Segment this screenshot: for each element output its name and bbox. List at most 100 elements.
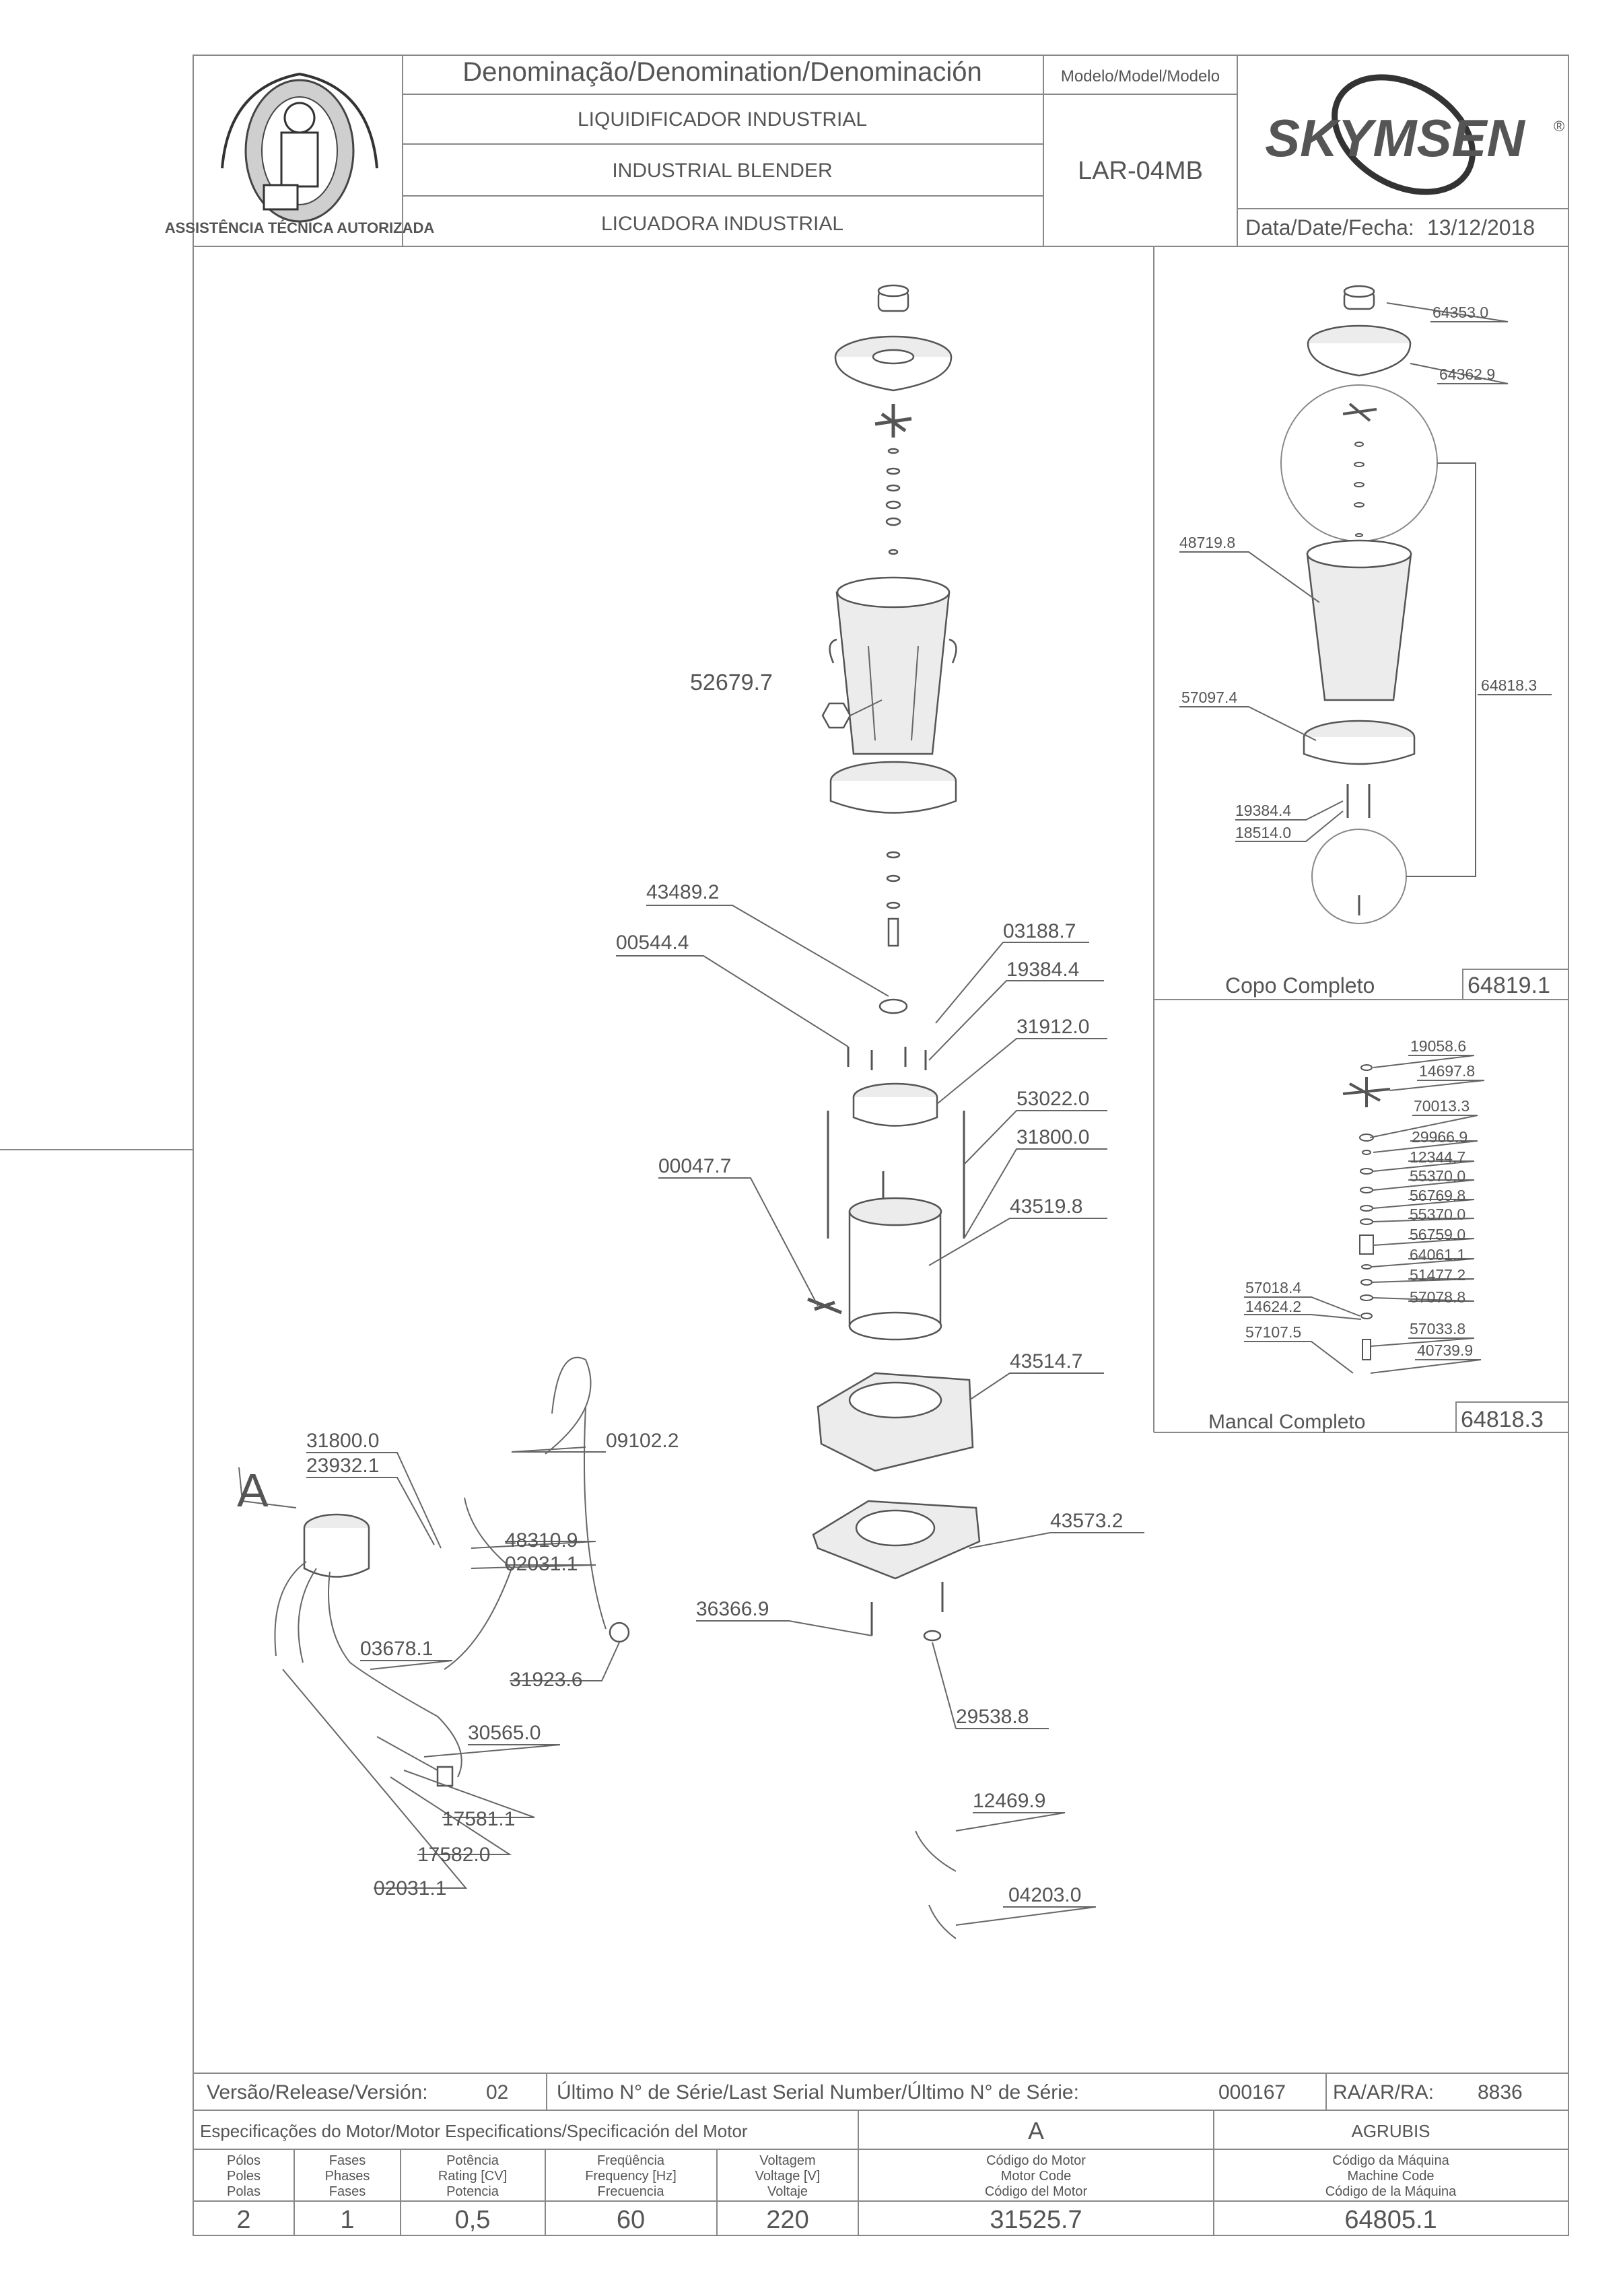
val-machine-code: 64805.1	[1344, 2206, 1437, 2234]
part-label-19384: 19384.4	[1006, 959, 1079, 981]
mancal-completo-code: 64818.3	[1461, 1407, 1544, 1432]
motor-spec-label: Especificações do Motor/Motor Especifica…	[200, 2121, 748, 2141]
part-label-52679: 52679.7	[690, 670, 773, 695]
part-label-12469: 12469.9	[973, 1790, 1045, 1812]
motor-leader-lines	[238, 1447, 620, 1889]
part-label-04203: 04203.0	[1008, 1884, 1081, 1906]
ra-value: 8836	[1478, 2081, 1523, 2103]
col-power-pt: Potência	[446, 2153, 499, 2168]
col-machine-code-es: Código de la Máquina	[1325, 2184, 1457, 2199]
part-label-29538: 29538.8	[956, 1706, 1029, 1728]
col-machine-code-pt: Código da Máquina	[1332, 2153, 1449, 2168]
model-value: LAR-04MB	[1078, 157, 1203, 185]
serial-label: Último N° de Série/Last Serial Number/Úl…	[557, 2081, 1079, 2103]
brand-name: SKYMSEN	[1265, 108, 1525, 168]
part-label-motor-02031-a: 02031.1	[505, 1553, 578, 1575]
val-power: 0,5	[455, 2206, 491, 2234]
motor-wiring-drawing	[274, 1356, 630, 1787]
copo-label-64818: 64818.3	[1481, 676, 1537, 694]
col-voltage-es: Voltaje	[767, 2184, 808, 2199]
part-label-motor-03678: 03678.1	[360, 1638, 433, 1660]
part-label-43514: 43514.7	[1010, 1350, 1082, 1372]
val-frequency: 60	[617, 2206, 645, 2234]
copo-label-19384: 19384.4	[1235, 802, 1291, 819]
mancal-label-14624: 14624.2	[1245, 1298, 1301, 1315]
col-poles-es: Polas	[227, 2184, 261, 2199]
mancal-label-56759: 56759.0	[1410, 1226, 1465, 1243]
val-phases: 1	[340, 2206, 354, 2234]
part-label-motor-09102: 09102.2	[606, 1430, 679, 1452]
part-label-motor-31923: 31923.6	[510, 1669, 582, 1691]
denomination-label: Denominação/Denomination/Denominación	[462, 57, 982, 87]
part-label-motor-17582: 17582.0	[417, 1844, 490, 1866]
version-label: Versão/Release/Versión:	[207, 2081, 428, 2103]
name-es: LICUADORA INDUSTRIAL	[601, 213, 843, 235]
mancal-label-57033: 57033.8	[1410, 1320, 1465, 1337]
copo-leader-lines	[1179, 302, 1552, 842]
motor-callout-letter: A	[237, 1464, 269, 1517]
brand-registered-mark: ®	[1554, 118, 1564, 135]
mancal-label-57107: 57107.5	[1245, 1323, 1301, 1341]
version-value: 02	[486, 2081, 508, 2103]
serial-value: 000167	[1218, 2081, 1286, 2103]
mancal-label-29966: 29966.9	[1412, 1128, 1467, 1146]
mancal-completo-title: Mancal Completo	[1208, 1411, 1365, 1433]
copo-label-48719: 48719.8	[1179, 534, 1235, 551]
col-motor-code-pt: Código do Motor	[986, 2153, 1086, 2168]
part-label-00047: 00047.7	[658, 1155, 731, 1177]
part-label-43519: 43519.8	[1010, 1195, 1082, 1218]
col-freq-en: Frequency [Hz]	[585, 2169, 677, 2184]
copo-label-64362: 64362.9	[1439, 366, 1495, 383]
mancal-label-56769: 56769.8	[1410, 1187, 1465, 1204]
col-power-es: Potencia	[446, 2184, 499, 2199]
ra-label: RA/AR/RA:	[1333, 2081, 1434, 2103]
main-leader-lines	[616, 905, 1144, 1926]
mancal-label-64061: 64061.1	[1410, 1246, 1465, 1263]
mancal-label-55370-b: 55370.0	[1410, 1206, 1465, 1223]
mancal-label-57078: 57078.8	[1410, 1288, 1465, 1306]
name-pt: LIQUIDIFICADOR INDUSTRIAL	[578, 108, 867, 131]
col-motor-code-es: Código del Motor	[985, 2184, 1088, 2199]
brand-logo: SKYMSEN ®	[1265, 74, 1564, 195]
motor-letter: A	[1028, 2117, 1044, 2145]
col-power-en: Rating [CV]	[438, 2169, 507, 2184]
part-label-motor-48310: 48310.9	[505, 1529, 578, 1552]
part-label-00544: 00544.4	[616, 932, 689, 954]
motor-spec-values: 2 1 0,5 60 220 31525.7 64805.1	[236, 2206, 1437, 2234]
main-assembly-drawing	[807, 284, 981, 1939]
part-label-03188: 03188.7	[1003, 920, 1076, 942]
col-phases-pt: Fases	[329, 2153, 366, 2168]
col-poles-pt: Pólos	[227, 2153, 261, 2168]
part-label-motor-02031-b: 02031.1	[374, 1877, 446, 1900]
val-motor-code: 31525.7	[990, 2206, 1082, 2234]
mancal-label-70013: 70013.3	[1414, 1097, 1470, 1115]
copo-completo-title: Copo Completo	[1225, 973, 1375, 998]
mancal-label-14697: 14697.8	[1419, 1062, 1475, 1080]
part-label-31912: 31912.0	[1016, 1016, 1089, 1038]
model-label: Modelo/Model/Modelo	[1061, 67, 1220, 85]
mancal-label-55370-a: 55370.0	[1410, 1167, 1465, 1185]
mancal-label-40739: 40739.9	[1417, 1342, 1473, 1359]
col-phases-en: Phases	[325, 2169, 370, 2184]
copo-label-18514: 18514.0	[1235, 824, 1291, 841]
copo-completo-drawing	[1280, 285, 1476, 924]
seal-text: ASSISTÊNCIA TÉCNICA AUTORIZADA	[165, 219, 435, 236]
mancal-label-12344: 12344.7	[1410, 1148, 1465, 1166]
date-label: Data/Date/Fecha:	[1245, 215, 1414, 240]
part-label-motor-23932: 23932.1	[306, 1455, 379, 1477]
copo-label-57097: 57097.4	[1181, 689, 1237, 706]
val-voltage: 220	[766, 2206, 808, 2234]
authorized-assistance-seal: ASSISTÊNCIA TÉCNICA AUTORIZADA	[165, 72, 435, 236]
part-label-43489: 43489.2	[646, 881, 719, 903]
col-poles-en: Poles	[227, 2169, 261, 2184]
mancal-label-51477: 51477.2	[1410, 1266, 1465, 1284]
mancal-leader-lines	[1244, 1055, 1485, 1374]
part-label-53022: 53022.0	[1016, 1088, 1089, 1110]
frame	[0, 55, 1569, 2236]
copo-label-64353: 64353.0	[1432, 304, 1488, 321]
date-value: 13/12/2018	[1427, 215, 1535, 240]
val-poles: 2	[236, 2206, 250, 2234]
part-label-motor-30565: 30565.0	[468, 1722, 541, 1744]
mancal-label-19058: 19058.6	[1410, 1037, 1466, 1055]
